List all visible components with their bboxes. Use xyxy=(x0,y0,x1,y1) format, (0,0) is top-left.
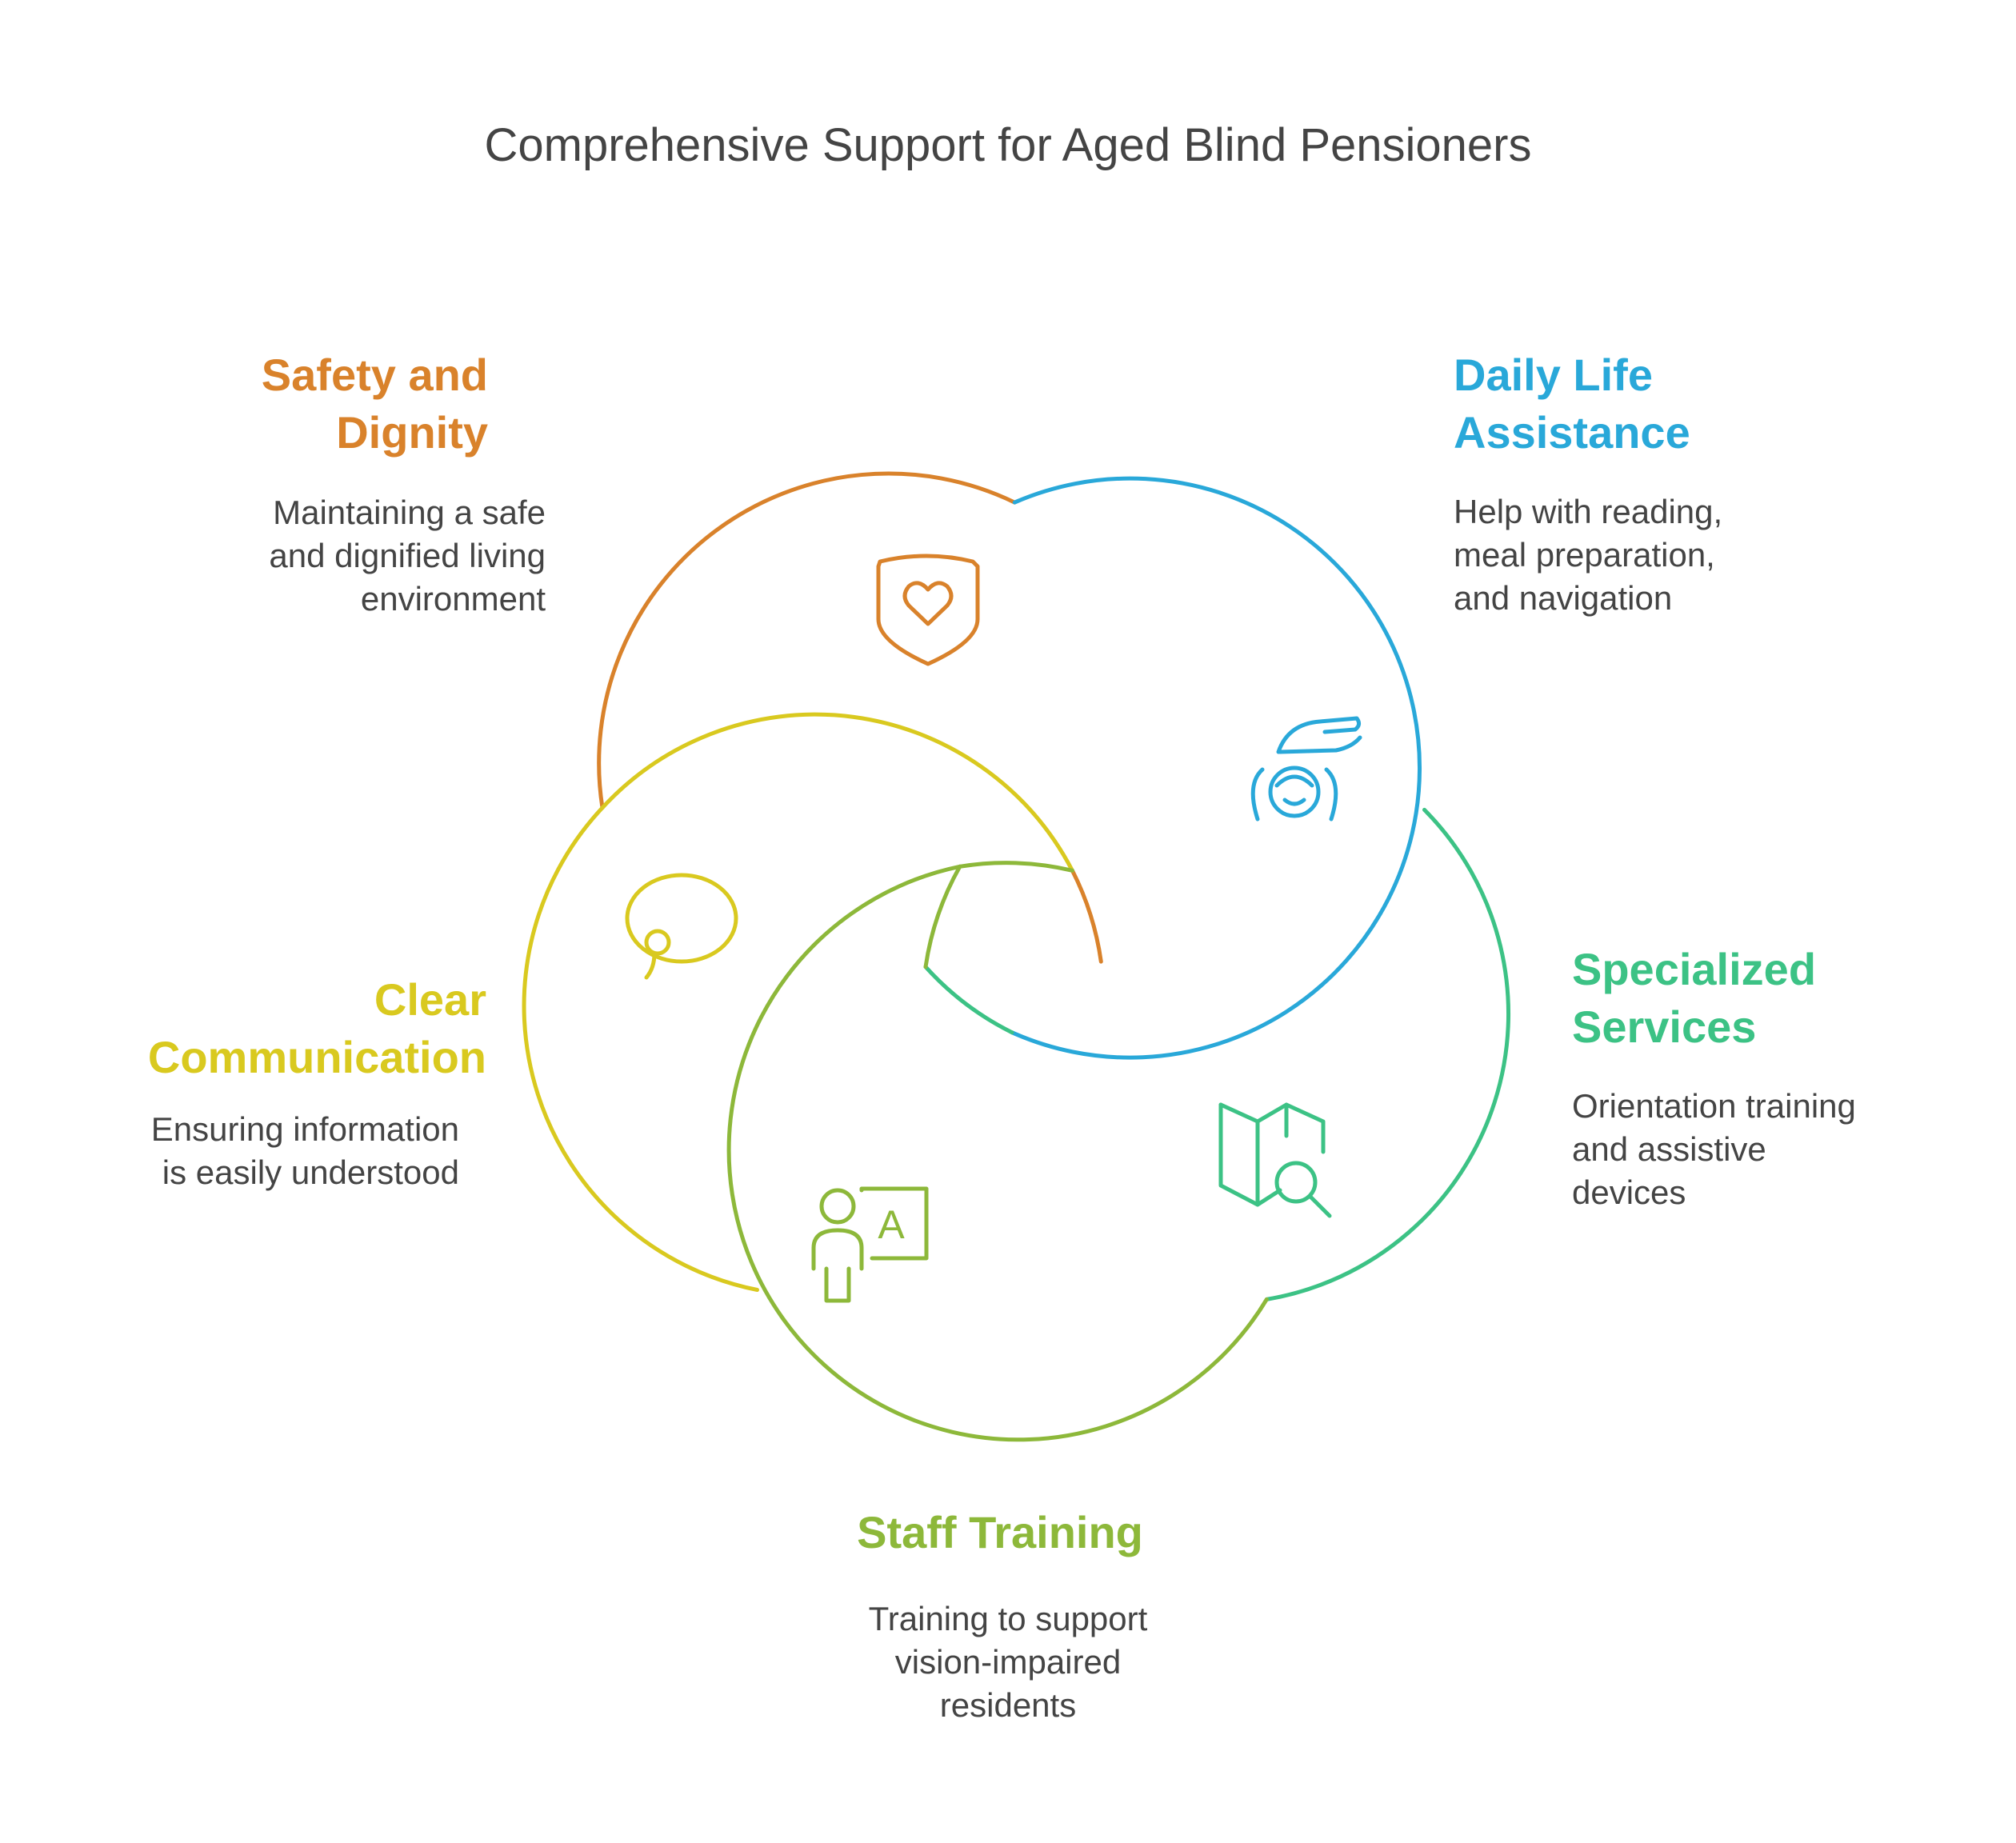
staff-ring xyxy=(726,864,1269,1442)
specialized-heading: Specialized Services xyxy=(1572,944,1817,1052)
teacher-board-icon: A xyxy=(811,1186,929,1303)
staff-ring-top xyxy=(958,861,1074,873)
specialized-ring xyxy=(1264,807,1511,1301)
safety-description: Maintaining a safe and dignified living … xyxy=(269,494,546,618)
communication-heading-wrap: Clear Communication xyxy=(38,971,486,1086)
staff-ring-inner xyxy=(923,864,962,969)
communication-ring-top xyxy=(600,712,1074,873)
safety-ring-inner xyxy=(1070,868,1103,964)
specialized-label: Specialized Services Orientation trainin… xyxy=(1572,941,1972,1214)
safety-desc-wrap: Maintaining a safe and dignified living … xyxy=(178,491,546,621)
map-search-icon xyxy=(1218,1102,1332,1218)
specialized-description: Orientation training and assistive devic… xyxy=(1572,1087,1856,1211)
staff-desc-wrap: Training to support vision-impaired resi… xyxy=(808,1597,1208,1727)
safety-ring xyxy=(597,471,1017,810)
shield-heart-icon xyxy=(876,554,980,666)
speech-bubble-icon xyxy=(625,873,738,980)
board-letter: A xyxy=(878,1202,905,1247)
page-title: Comprehensive Support for Aged Blind Pen… xyxy=(484,119,1532,171)
communication-heading: Clear Communication xyxy=(147,974,486,1082)
daily-label: Daily Life Assistance Help with reading,… xyxy=(1454,346,1854,620)
specialized-ring-inner xyxy=(923,965,1014,1035)
staff-heading-wrap: Staff Training xyxy=(800,1504,1200,1561)
communication-ring xyxy=(522,806,759,1292)
hand-caring-person-icon xyxy=(1250,716,1362,822)
communication-desc-wrap: Ensuring information is easily understoo… xyxy=(11,1108,459,1194)
staff-heading: Staff Training xyxy=(857,1507,1143,1557)
safety-heading: Safety and Dignity xyxy=(261,350,488,458)
communication-description: Ensuring information is easily understoo… xyxy=(150,1110,459,1191)
safety-label: Safety and Dignity xyxy=(118,346,488,462)
daily-description: Help with reading, meal preparation, and… xyxy=(1454,493,1723,617)
daily-heading: Daily Life Assistance xyxy=(1454,350,1690,458)
staff-description: Training to support vision-impaired resi… xyxy=(868,1600,1148,1724)
daily-ring xyxy=(1010,476,1422,1060)
